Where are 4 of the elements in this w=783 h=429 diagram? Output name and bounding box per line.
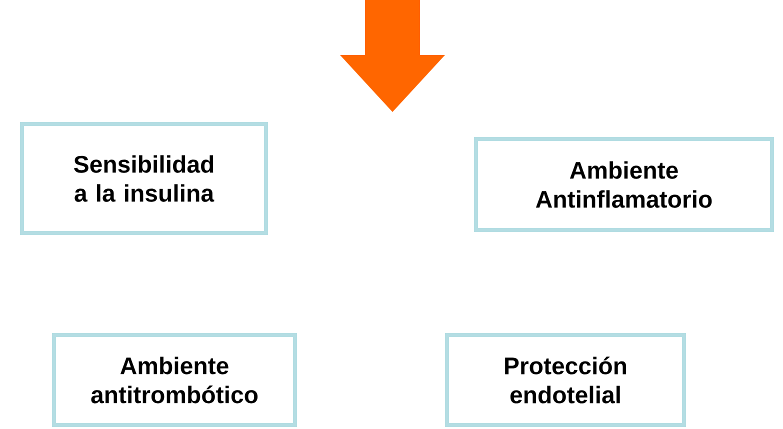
text-box: Protección endotelial xyxy=(445,333,686,427)
text-box: Sensibilidad a la insulina xyxy=(20,122,268,235)
text-box: Ambiente Antinflamatorio xyxy=(474,137,774,232)
text-box: Ambiente antitrombótico xyxy=(52,333,297,427)
